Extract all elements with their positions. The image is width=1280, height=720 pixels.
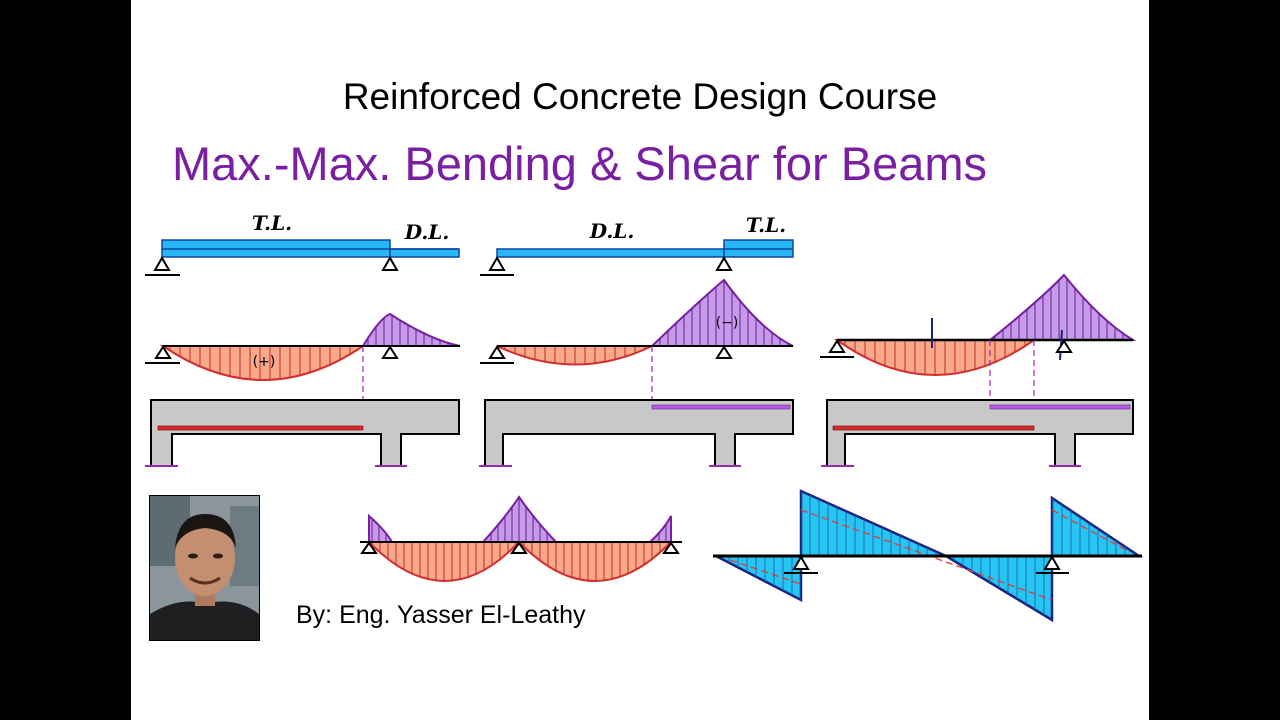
hinge-support-icon — [828, 339, 846, 353]
concrete-beam — [484, 399, 794, 467]
dead-load-block — [496, 248, 725, 258]
positive-moment-area — [516, 541, 674, 582]
positive-sign: (+) — [253, 354, 276, 370]
negative-moment-hatch — [371, 497, 667, 542]
roller-support-icon — [662, 541, 680, 554]
dead-load-block — [389, 248, 460, 258]
load-label-dl: D.L. — [404, 220, 450, 244]
concrete-beam — [150, 399, 460, 467]
author-portrait-icon — [149, 495, 260, 641]
negative-moment-area — [361, 312, 461, 347]
load-label-tl: T.L. — [746, 213, 786, 237]
shear-area — [1050, 495, 1144, 558]
bottom-rebar — [157, 425, 364, 431]
negative-moment-area — [987, 273, 1137, 341]
top-rebar — [651, 404, 791, 410]
roller-support-icon — [510, 541, 528, 554]
hinge-support-icon — [488, 345, 506, 359]
load-case-2: D.L. T.L. — [480, 213, 794, 276]
roller-support-icon — [381, 256, 399, 271]
slide-subtitle: Max.-Max. Bending & Shear for Beams — [172, 137, 988, 190]
negative-moment-area — [647, 515, 672, 543]
beam-elevation-2 — [479, 399, 794, 467]
roller-support-icon — [1055, 339, 1073, 353]
roller-support-icon — [381, 345, 399, 359]
hinge-support-icon — [154, 345, 172, 359]
load-case-1: T.L. D.L. — [145, 211, 460, 276]
bending-moment-diagram-2: (−) — [480, 278, 794, 418]
roller-support-icon — [715, 345, 733, 359]
shear-force-diagram — [713, 489, 1144, 623]
top-rebar — [989, 404, 1131, 410]
bending-moment-diagram-1: (+) — [145, 312, 461, 428]
course-title: Reinforced Concrete Design Course — [342, 76, 938, 117]
roller-support-icon — [1043, 555, 1061, 570]
hinge-support-icon — [360, 541, 378, 554]
author-credit: By: Eng. Yasser El-Leathy — [296, 601, 586, 629]
concrete-beam — [826, 399, 1134, 467]
shear-area — [799, 489, 947, 558]
beam-elevation-1 — [145, 399, 460, 467]
continuous-beam-moment-diagram — [360, 495, 682, 582]
load-label-dl: D.L. — [589, 219, 635, 243]
roller-support-icon — [715, 256, 733, 271]
hinge-support-icon — [488, 256, 506, 271]
negative-sign: (−) — [716, 315, 739, 331]
beam-elevation-3 — [821, 399, 1134, 467]
hinge-support-icon — [153, 256, 171, 271]
hinge-support-icon — [792, 555, 810, 570]
bottom-rebar — [832, 425, 1035, 431]
load-label-tl: T.L. — [252, 211, 292, 235]
